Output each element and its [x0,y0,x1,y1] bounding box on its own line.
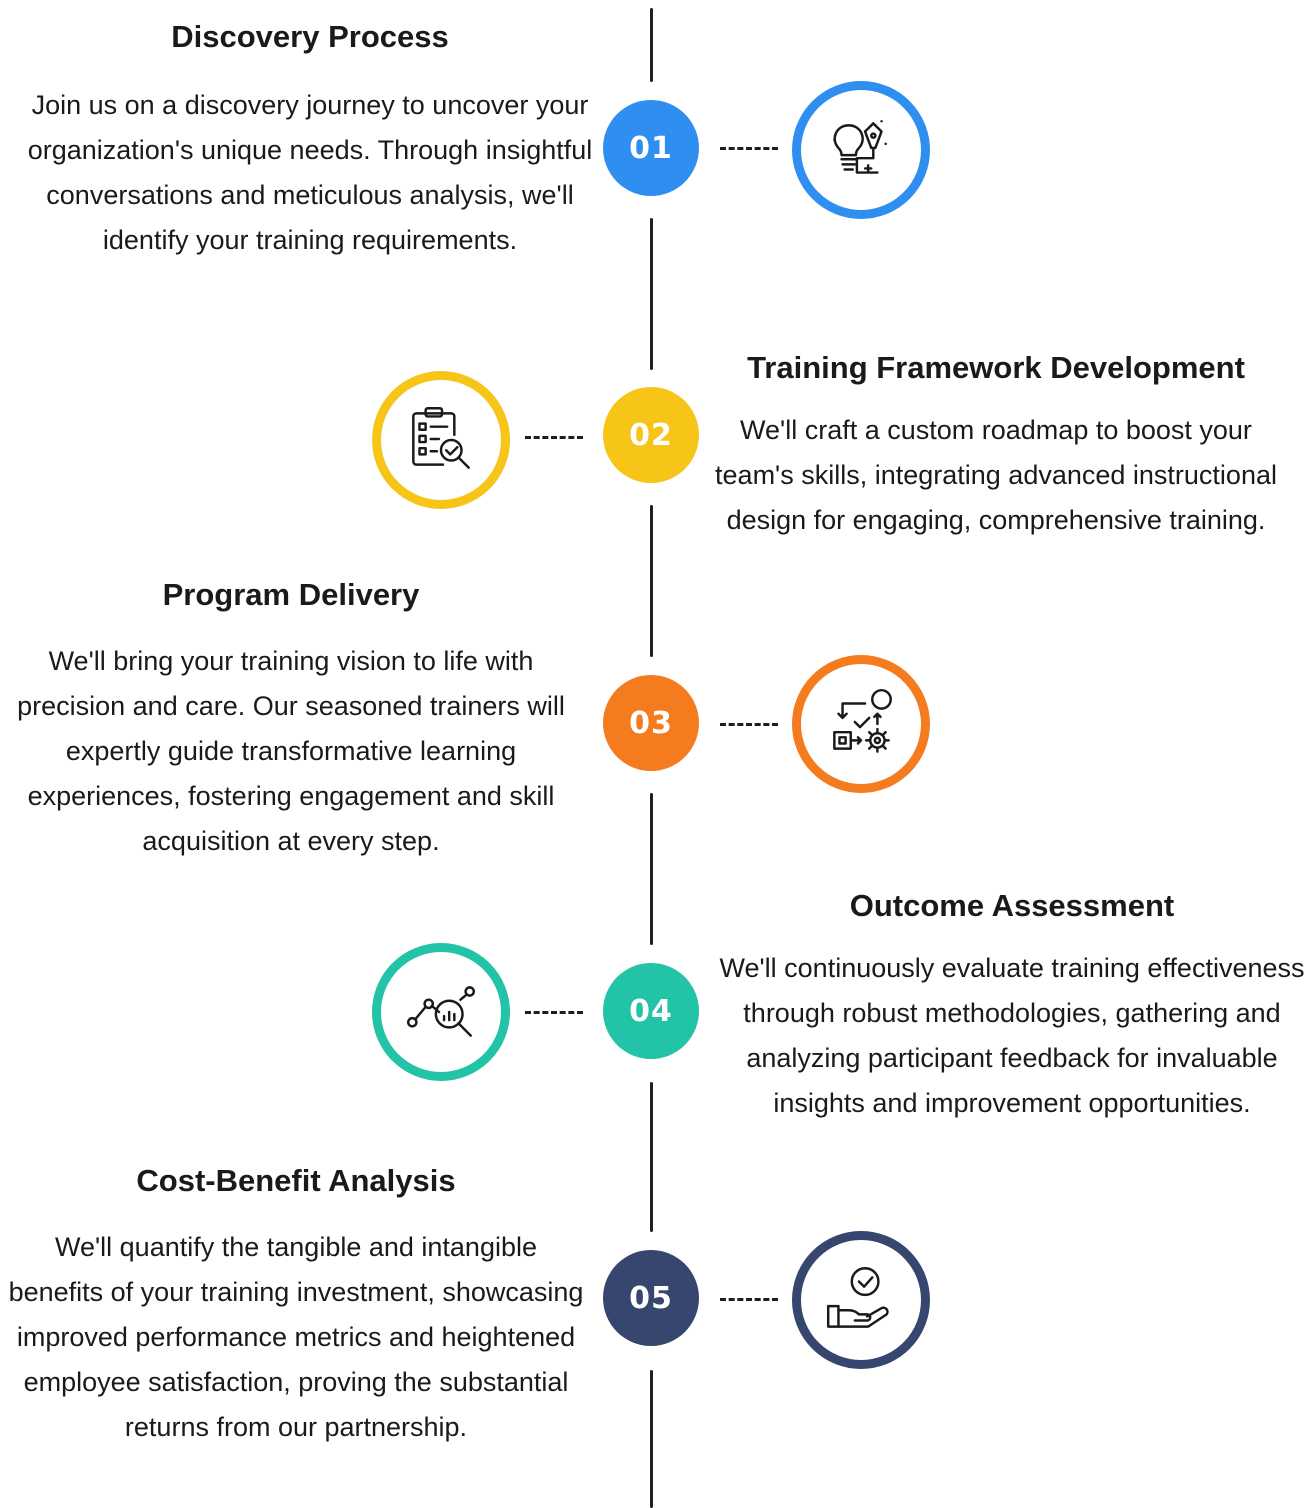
hand-check-icon [826,1266,889,1328]
step-title: Training Framework Development [747,350,1245,385]
icon-ring-02 [372,371,510,509]
step-card-02: Training Framework Development We'll cra… [706,349,1286,543]
step-title: Program Delivery [162,577,420,612]
step-description: We'll continuously evaluate training eff… [719,953,1305,1119]
step-title: Discovery Process [171,19,449,54]
step-description: Join us on a discovery journey to uncove… [27,90,593,256]
step-description: We'll quantify the tangible and intangib… [8,1232,584,1443]
connector-03 [720,723,778,726]
timeline-line [650,505,653,657]
step-badge-04: 04 [603,963,699,1059]
timeline-line [650,1082,653,1232]
step-description: We'll craft a custom roadmap to boost yo… [715,415,1277,536]
step-description: We'll bring your training vision to life… [17,646,565,857]
clipboard-checklist-icon [412,406,470,469]
step-card-04: Outcome Assessment We'll continuously ev… [712,887,1312,1126]
step-card-01: Discovery Process Join us on a discovery… [0,18,620,263]
step-card-05: Cost-Benefit Analysis We'll quantify the… [8,1162,584,1450]
step-badge-02: 02 [603,387,699,483]
connector-02 [525,436,583,439]
timeline-line [650,218,653,370]
lightbulb-pen-icon [833,120,887,174]
connector-04 [525,1011,583,1014]
step-badge-05: 05 [603,1250,699,1346]
workflow-process-icon [833,688,892,753]
connector-01 [720,147,778,150]
icon-ring-01 [792,81,930,219]
step-badge-03: 03 [603,675,699,771]
step-title: Outcome Assessment [849,888,1175,923]
connector-05 [720,1298,778,1301]
timeline-line [650,793,653,945]
timeline-line [650,8,653,82]
step-card-03: Program Delivery We'll bring your traini… [6,576,576,864]
step-title: Cost-Benefit Analysis [136,1163,456,1198]
step-badge-01: 01 [603,100,699,196]
timeline-line [650,1370,653,1508]
icon-ring-05 [792,1231,930,1369]
analytics-search-icon [406,986,476,1037]
icon-ring-04 [372,943,510,1081]
icon-ring-03 [792,655,930,793]
